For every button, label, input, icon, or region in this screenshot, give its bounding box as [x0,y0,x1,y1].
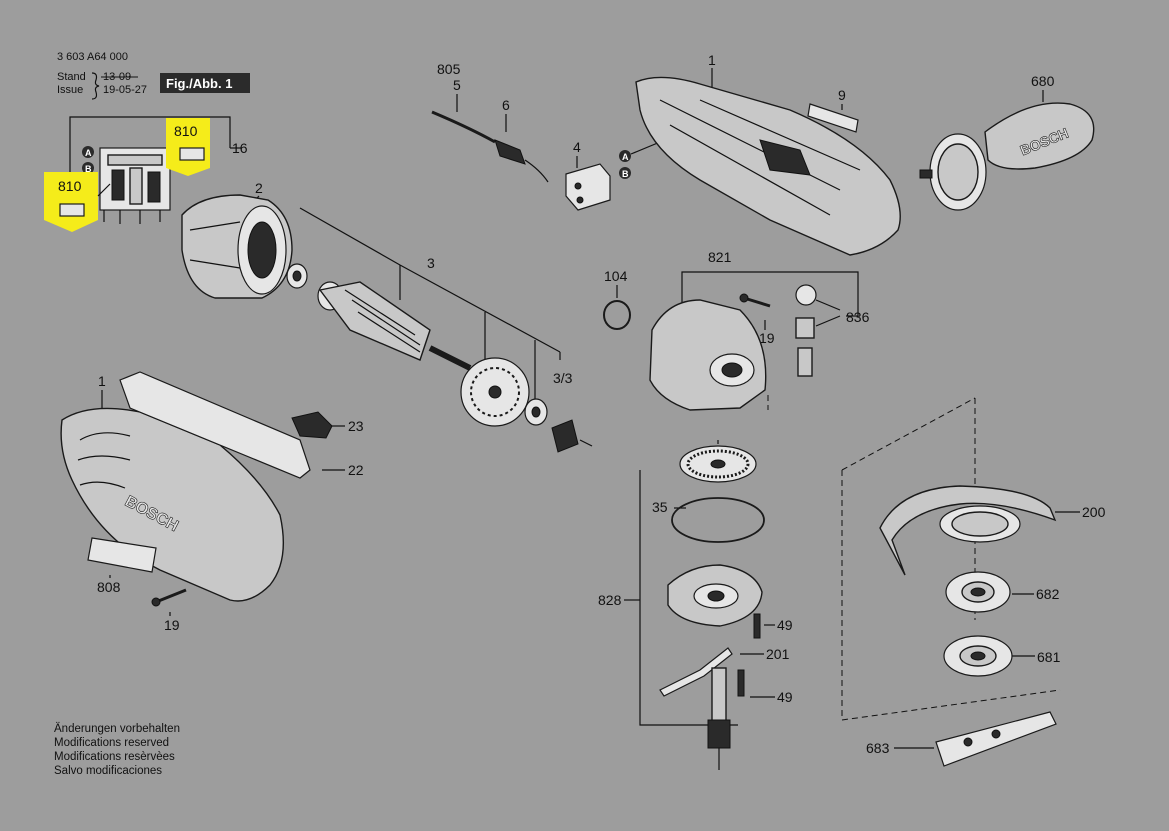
spindle-icon [707,667,731,770]
pinion-icon [551,419,579,453]
callout-3-3: 3/3 [553,370,573,386]
note-line: Änderungen vorbehalten [54,723,180,735]
callout-2: 2 [255,180,263,196]
spring-icon [795,317,815,339]
handle-icon [984,102,1095,170]
callout-104: 104 [604,268,628,284]
gear-housing-icon [649,299,767,411]
o-ring-icon [603,300,631,330]
callout-810-a: 810 [174,123,198,139]
header-block: 3 603 A64 000 Stand Issue 13-09 19-05-27… [57,51,250,100]
marker-b-icon [82,162,94,174]
crown-gear-icon [679,445,757,483]
marker-b-icon [619,167,631,179]
callout-49-a: 49 [777,617,793,633]
brace-icon [91,72,100,100]
spindle-lock-button-icon [795,284,817,306]
stand-label: Stand [57,71,86,83]
note-line: Salvo modificaciones [54,765,162,777]
callout-810-b: 810 [58,178,82,194]
housing-half-icon [635,76,901,256]
highlight-810-top [166,118,210,176]
callout-680: 680 [1031,73,1055,89]
notes-block: Änderungen vorbehalten Modifications res… [54,723,180,777]
callout-23: 23 [348,418,364,434]
callout-5: 5 [453,77,461,93]
callout-201: 201 [766,646,790,662]
callout-1-bottom: 1 [98,373,106,389]
screw-icon [739,293,771,308]
callout-16: 16 [232,140,248,156]
flange-icon [667,564,763,627]
callout-682: 682 [1036,586,1060,602]
guard-and-flanges: 200 682 681 683 [866,485,1106,767]
note-line: Modifications reserved [54,737,169,749]
armature-assembly: 3 3/3 [299,207,593,453]
screw-icon [737,669,745,697]
lock-pin-icon [797,347,813,377]
cable-icon [431,110,496,144]
doc-number: 3 603 A64 000 [57,51,128,63]
callout-4: 4 [573,139,581,155]
cable-sleeve-icon [494,139,526,165]
callout-683: 683 [866,740,890,756]
gear-head: 821 836 19 104 [603,249,870,411]
carbon-brush-icon [59,203,85,217]
brush-holder-assembly: 16 A B 810 810 [44,116,248,232]
marker-a: A [85,148,92,158]
callout-6: 6 [502,97,510,113]
marker-a-icon [82,146,94,158]
armature-icon [317,281,472,371]
callout-19-bottom: 19 [164,617,180,633]
marker-b: B [622,169,629,179]
callout-808: 808 [97,579,121,595]
label-plate-icon [807,103,859,133]
callout-828: 828 [598,592,622,608]
nameplate-icon [87,537,157,573]
highlight-810-left [44,172,98,232]
new-date: 19-05-27 [103,84,147,96]
callout-49-b: 49 [777,689,793,705]
issue-label: Issue [57,84,83,96]
cable-assembly: 805 5 6 4 A B [431,61,661,211]
marker-b: B [85,164,92,174]
callout-681: 681 [1037,649,1061,665]
fig-label: Fig./Abb. 1 [166,76,232,91]
callout-35: 35 [652,499,668,515]
bearing-flange-assembly: 35 828 49 201 49 [598,440,793,770]
spanner-icon [935,711,1057,767]
housing-top: 1 9 [635,52,901,256]
housing-bottom: 1 BOSCH 23 22 808 19 [60,371,364,633]
spring-clip-icon [659,647,733,697]
marker-a: A [622,152,629,162]
guard-icon [879,485,1057,576]
callout-19-top: 19 [759,330,775,346]
gasket-icon [671,497,765,543]
callout-821: 821 [708,249,732,265]
screw-icon [151,588,187,607]
stator-part: 2 [181,180,308,299]
screw-icon [753,613,761,639]
note-line: Modifications resèrvèes [54,751,175,763]
callout-1-top: 1 [708,52,716,68]
callout-836: 836 [846,309,870,325]
callout-805: 805 [437,61,461,77]
callout-9: 9 [838,87,846,103]
fan-icon [460,357,530,427]
terminal-block-icon [565,163,611,211]
switch-button-icon [291,411,333,439]
auxiliary-handle: 680 BOSCH [919,73,1095,211]
brush-holder-icon [99,147,171,224]
carbon-brush-icon [179,147,205,161]
marker-a-icon [619,150,631,162]
callout-3: 3 [427,255,435,271]
fig-label-box [160,73,250,93]
switch-slide-icon [119,371,311,479]
assembly-axes [767,395,1061,721]
callout-22: 22 [348,462,364,478]
callout-200: 200 [1082,504,1106,520]
